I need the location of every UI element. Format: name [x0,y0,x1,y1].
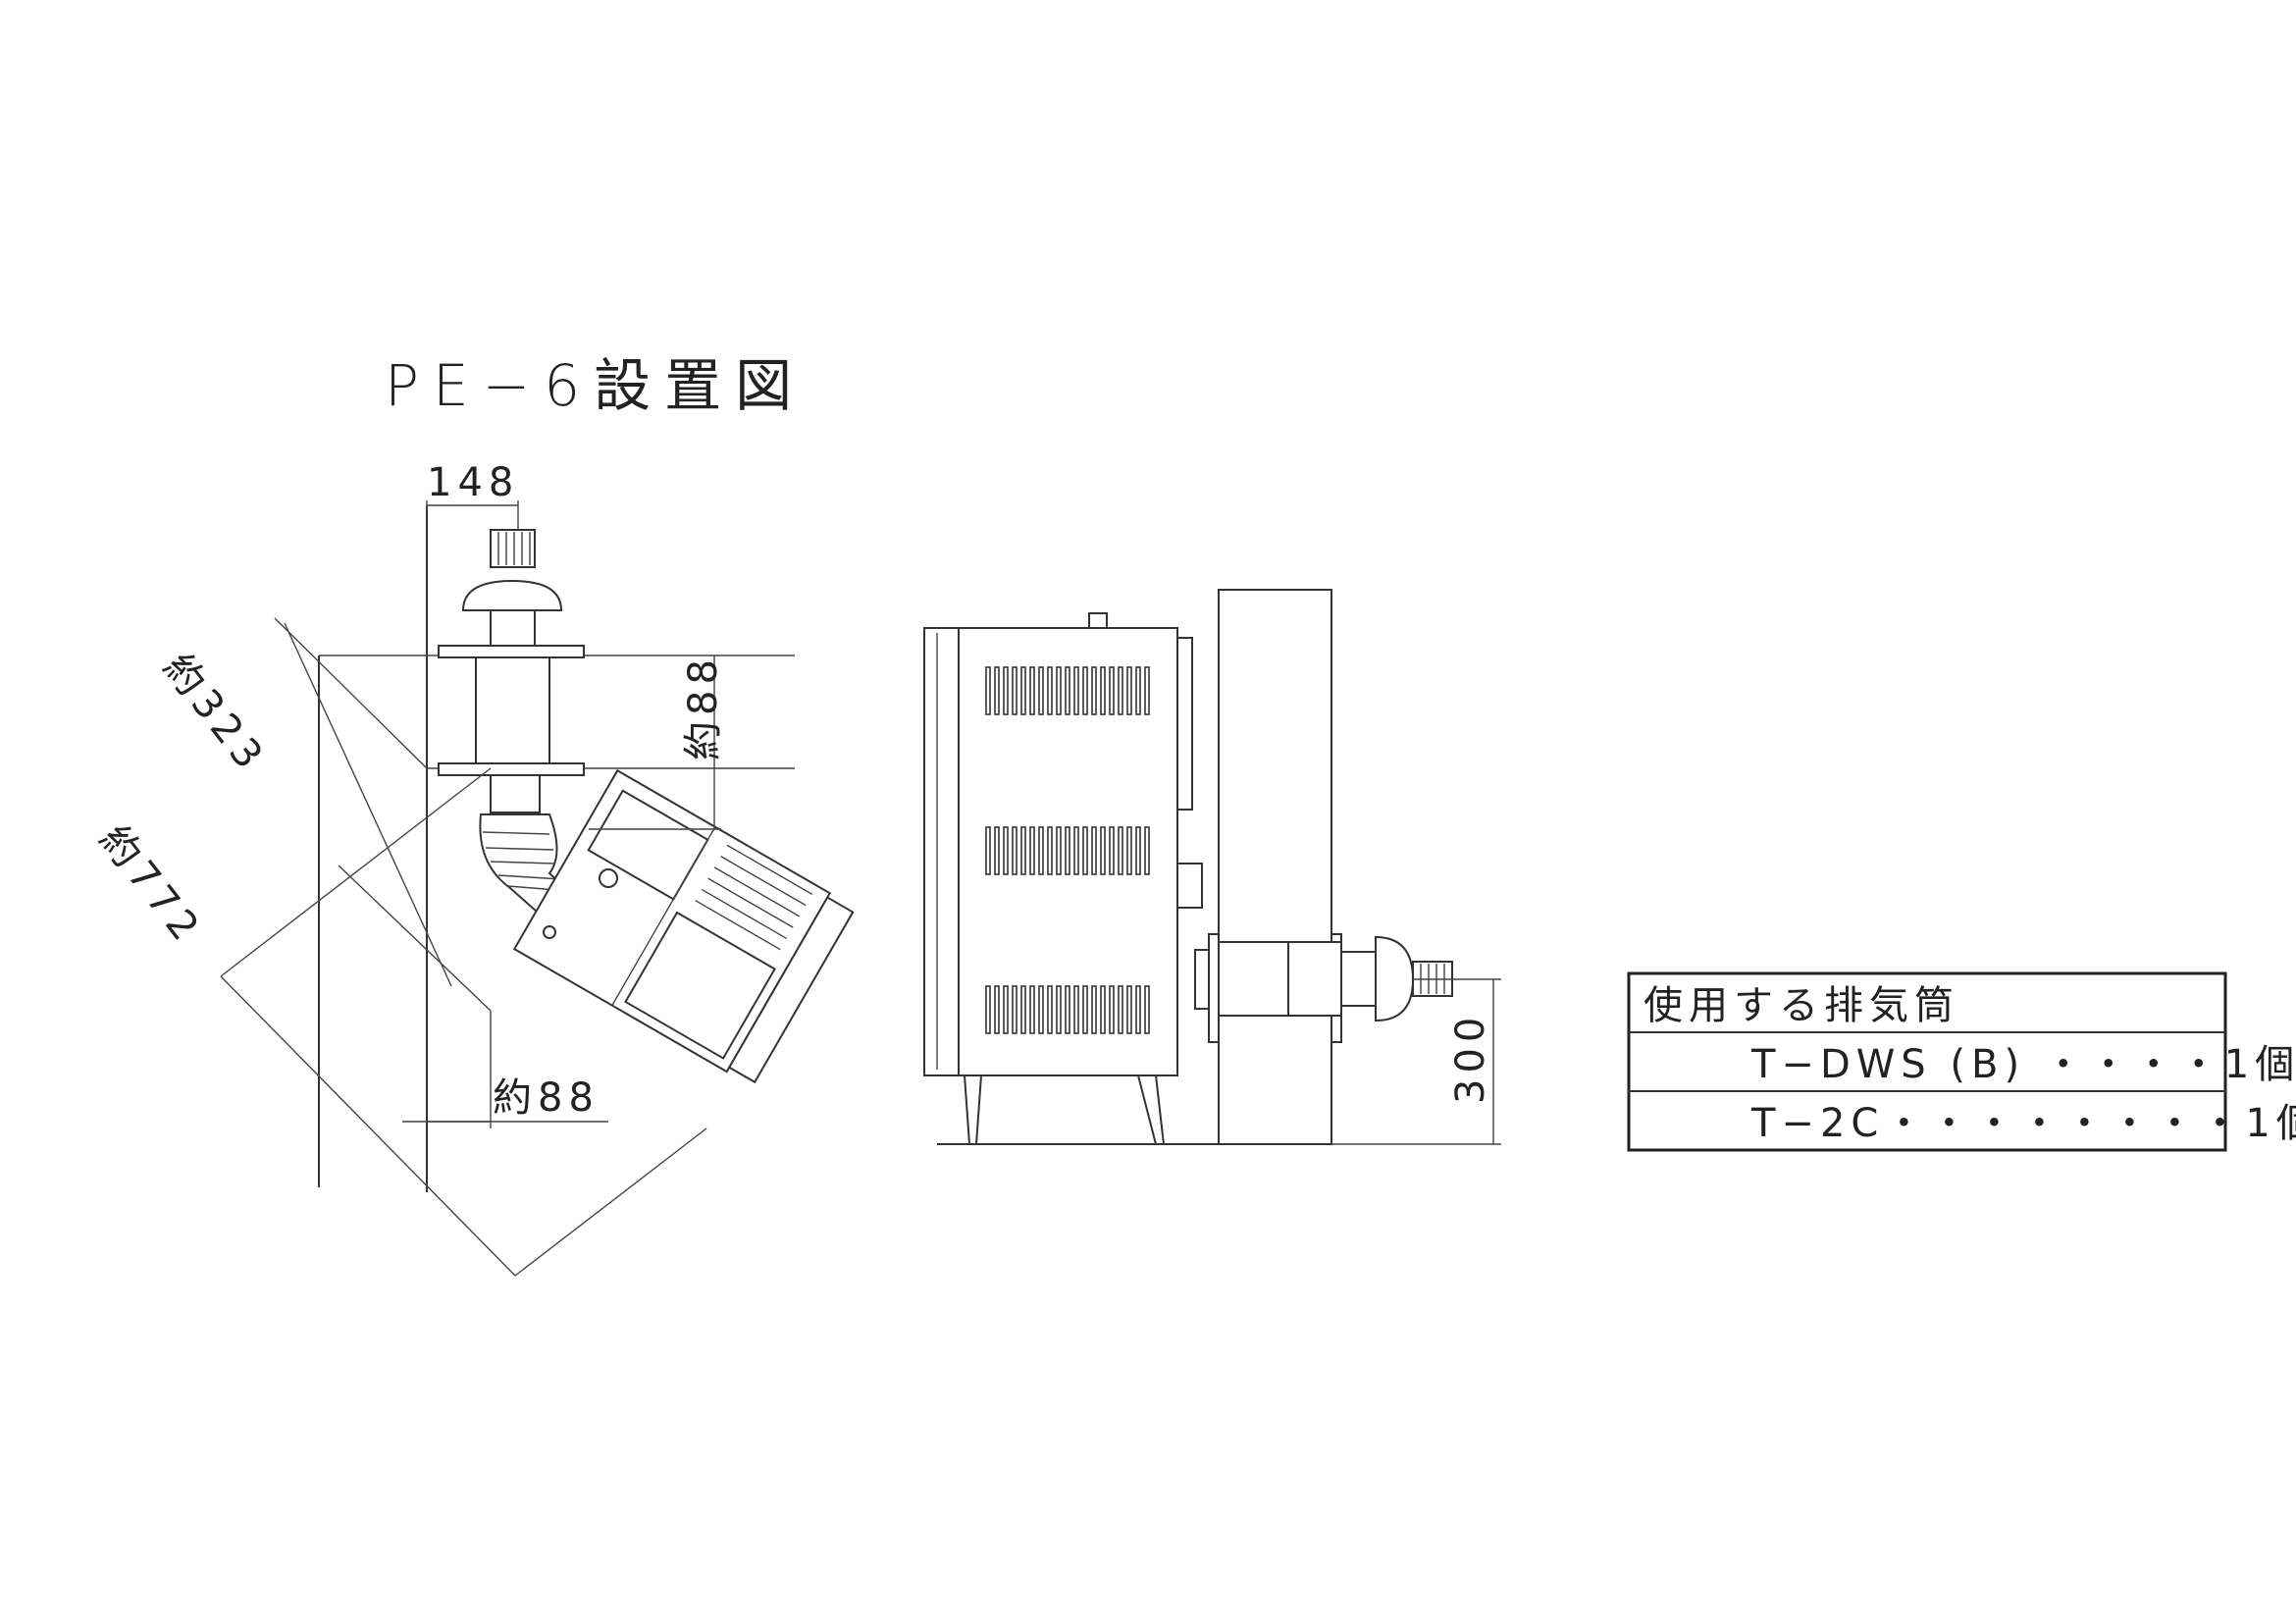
dim-772-label: 約772 [90,817,211,954]
dim-323-ext-1 [274,617,428,769]
control-knob [599,868,618,888]
control-indicator [543,925,556,939]
bend-rib-2 [485,847,554,851]
dim-323-line [284,622,452,987]
louver-row-3 [985,985,1150,1034]
parts-table: 使用する排気筒 T−DWS (B) ・・・・1個 T−2C・・・・・・・・1個 [1627,971,2296,1152]
flue-pipe-main [475,656,550,764]
flue-outer-pipe [1287,941,1342,1017]
dim-772-ext-2 [514,1127,707,1277]
dim-772-ext-1 [220,767,492,977]
cabinet-top-handle [1088,612,1108,629]
flue-inner-pipe [1209,941,1289,1017]
leg-front [963,1074,983,1145]
plan-view: 148 [90,460,855,1277]
dim-88-top-label: 約88 [681,654,726,760]
cabinet-rear-panel [1176,637,1193,811]
flue-cap-top [490,529,536,568]
dim-323-ext-2 [338,864,492,1012]
flue-cap-hood [461,579,563,611]
table-row-1: T−DWS (B) ・・・・1個 [1750,1042,2296,1087]
louver-row-2 [985,826,1150,875]
bend-rib-1 [482,831,550,835]
flue-pipe-lower [490,774,541,813]
bend-rib-3 [490,861,555,864]
heater-front-panel [923,627,960,1076]
flue-collar [1194,949,1211,1010]
heater-plan-body [512,768,855,1084]
wall-flange-top [438,645,585,658]
side-view: 300 [923,589,1501,1145]
flue-joint [1340,951,1377,1007]
dim-88-bottom-label: 約88 [493,1075,600,1121]
dim-323-label: 約323 [154,646,275,782]
flue-terminal-hood [1375,935,1415,1022]
table-row-2: T−2C・・・・・・・・1個 [1750,1101,2296,1146]
heater-louver-grid [695,844,813,951]
wall-flange-inner [1208,933,1220,1043]
wall-flange-bottom [438,762,585,776]
louver-row-1 [985,666,1150,715]
table-header: 使用する排気筒 [1644,983,1959,1028]
drawing-title: PE−6設置図 [385,352,806,419]
cabinet-rear-box [1176,863,1203,909]
leg-rear [1136,1074,1166,1145]
wall-section [1218,589,1332,1145]
dim-300-label: 300 [1448,1012,1493,1104]
dim-772-line [220,975,516,1277]
table-border [1627,971,2227,1152]
dim-148-label: 148 [427,460,519,505]
bend-rib-4 [497,874,562,880]
